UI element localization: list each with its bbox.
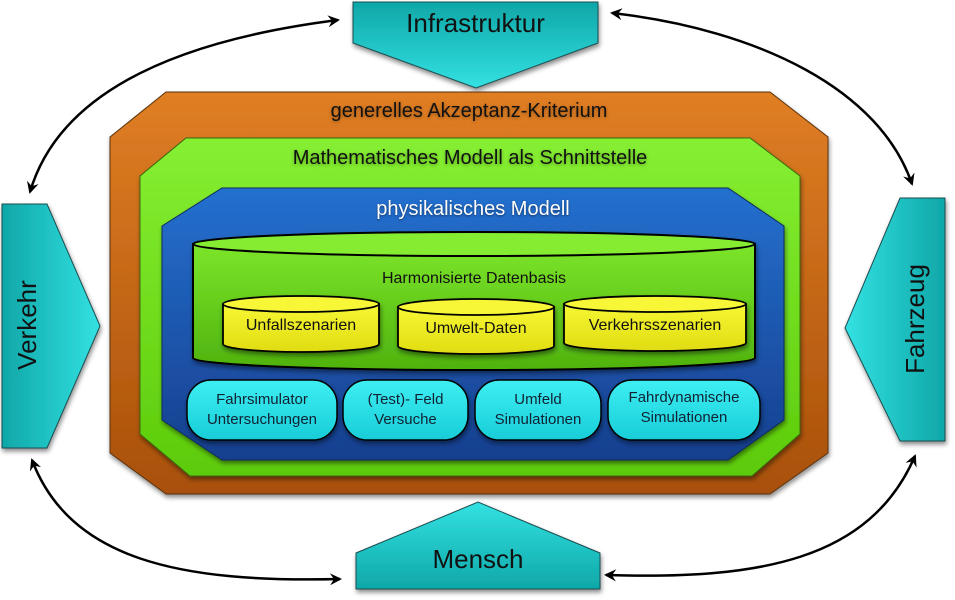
database-title: Harmonisierte Datenbasis (381, 270, 567, 287)
node-fahrzeug-shape (844, 197, 946, 442)
layer-akzeptanz-title: generelles Akzeptanz-Kriterium (330, 100, 608, 122)
db-item-unfallszenarien-shape (222, 295, 380, 353)
db-item-verkehrsszenarien-shape (563, 295, 747, 352)
arrow-verkehr-mensch (29, 458, 342, 586)
layer-mathematisches-modell-title: Mathematisches Modell als Schnittstelle (292, 147, 648, 169)
arrow-infrastruktur-fahrzeug (610, 8, 915, 186)
db-item-unfallszenarien: Unfallszenarien (245, 317, 357, 334)
method-pill-2-shape (342, 379, 469, 441)
arrow-fahrzeug-mensch (604, 454, 917, 582)
method-fahrdynamische-simulationen: Fahrdynamische Simulationen (608, 388, 760, 428)
db-item-umwelt-daten: Umwelt-Daten (425, 320, 527, 337)
node-mensch: Mensch (432, 544, 524, 574)
method-feldversuche: (Test)- Feld Versuche (343, 390, 468, 430)
method-line2: Simulationen (494, 411, 582, 428)
db-item-verkehrsszenarien: Verkehrsszenarien (588, 317, 722, 334)
method-pill-1-shape (186, 379, 338, 441)
layer-physikalisches-modell-title: physikalisches Modell (376, 198, 570, 220)
method-line1: Fahrsimulator (216, 391, 308, 408)
node-verkehr-shape (1, 203, 101, 449)
node-mensch-shape (355, 501, 601, 590)
method-line2: Untersuchungen (206, 411, 318, 428)
arrow-infrastruktur-verkehr (27, 15, 340, 194)
db-item-umwelt-daten-shape (397, 298, 555, 355)
method-line1: Umfeld (514, 391, 562, 408)
method-pill-3-shape (474, 379, 602, 441)
node-fahrzeug: Fahrzeug (900, 264, 930, 374)
method-fahrsimulator: Fahrsimulator Untersuchungen (187, 390, 337, 430)
method-pill-4-shape (607, 379, 761, 441)
method-line1: (Test)- Feld (367, 391, 444, 408)
method-line2: Simulationen (640, 409, 728, 426)
node-infrastruktur: Infrastruktur (406, 8, 545, 38)
node-infrastruktur-shape (352, 1, 599, 89)
node-verkehr: Verkehr (12, 280, 42, 370)
method-umfeld-simulationen: Umfeld Simulationen (475, 390, 601, 430)
method-line2: Versuche (374, 411, 437, 428)
method-line1: Fahrdynamische (628, 389, 740, 406)
